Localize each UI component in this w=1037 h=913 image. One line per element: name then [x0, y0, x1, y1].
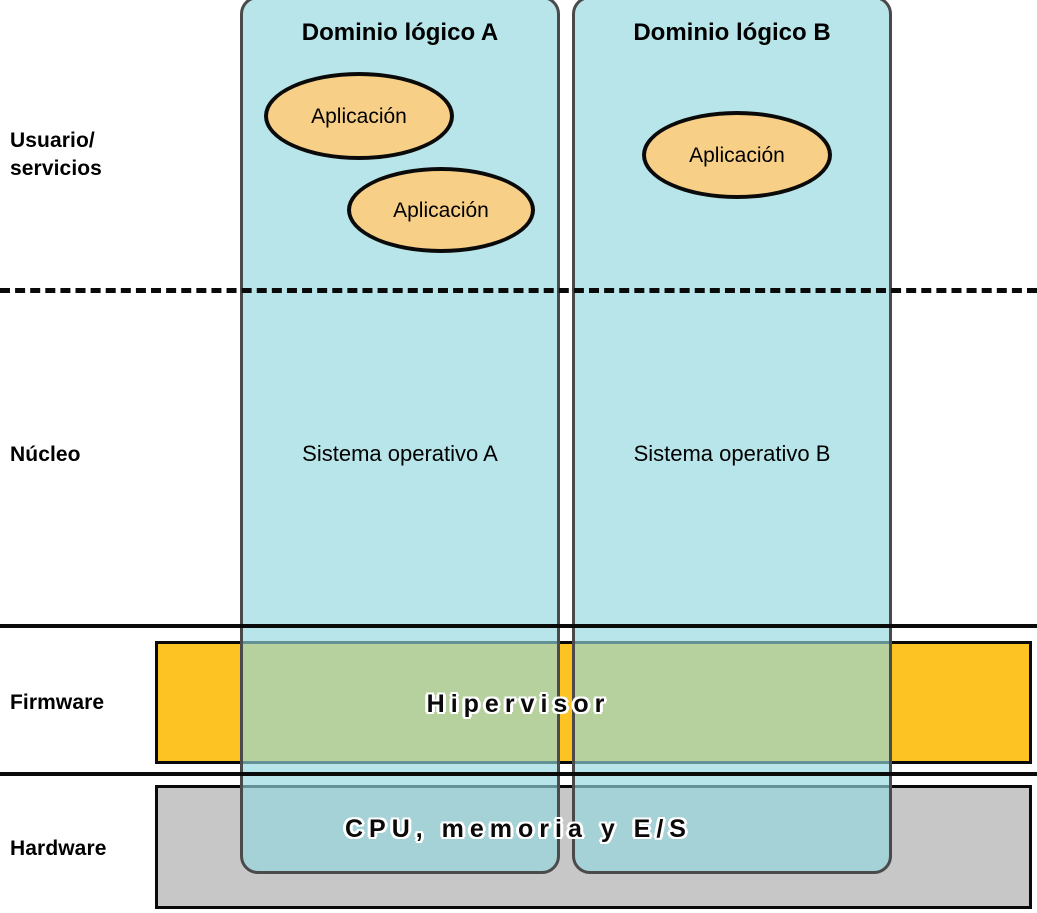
- application-ellipse-a1[interactable]: Aplicación: [264, 72, 454, 160]
- application-ellipse-a2[interactable]: Aplicación: [347, 167, 535, 253]
- operating-system-a-label: Sistema operativo A: [302, 441, 498, 466]
- application-label: Aplicación: [393, 198, 489, 222]
- kernel-firmware-boundary-line: [0, 624, 1037, 628]
- application-ellipse-b1[interactable]: Aplicación: [642, 111, 832, 199]
- user-kernel-boundary-dashed-line: [0, 288, 1037, 293]
- logical-domain-b-title: Dominio lógico B: [633, 19, 831, 46]
- operating-system-b-label: Sistema operativo B: [633, 441, 831, 466]
- layer-label-nucleo: Núcleo: [10, 443, 81, 466]
- application-label: Aplicación: [689, 143, 785, 167]
- logical-domain-b-panel[interactable]: Dominio lógico B Sistema operativo B: [572, 0, 892, 874]
- firmware-hardware-boundary-line: [0, 772, 1037, 776]
- layer-label-hardware: Hardware: [10, 837, 107, 860]
- logical-domain-a-title: Dominio lógico A: [301, 19, 499, 46]
- hipervisor-caption: Hipervisor: [426, 690, 611, 718]
- layer-label-usuario-servicios: Usuario/ servicios: [10, 129, 102, 180]
- application-label: Aplicación: [311, 104, 407, 128]
- layer-label-firmware: Firmware: [10, 691, 105, 714]
- hardware-caption: CPU, memoria y E/S: [345, 815, 692, 843]
